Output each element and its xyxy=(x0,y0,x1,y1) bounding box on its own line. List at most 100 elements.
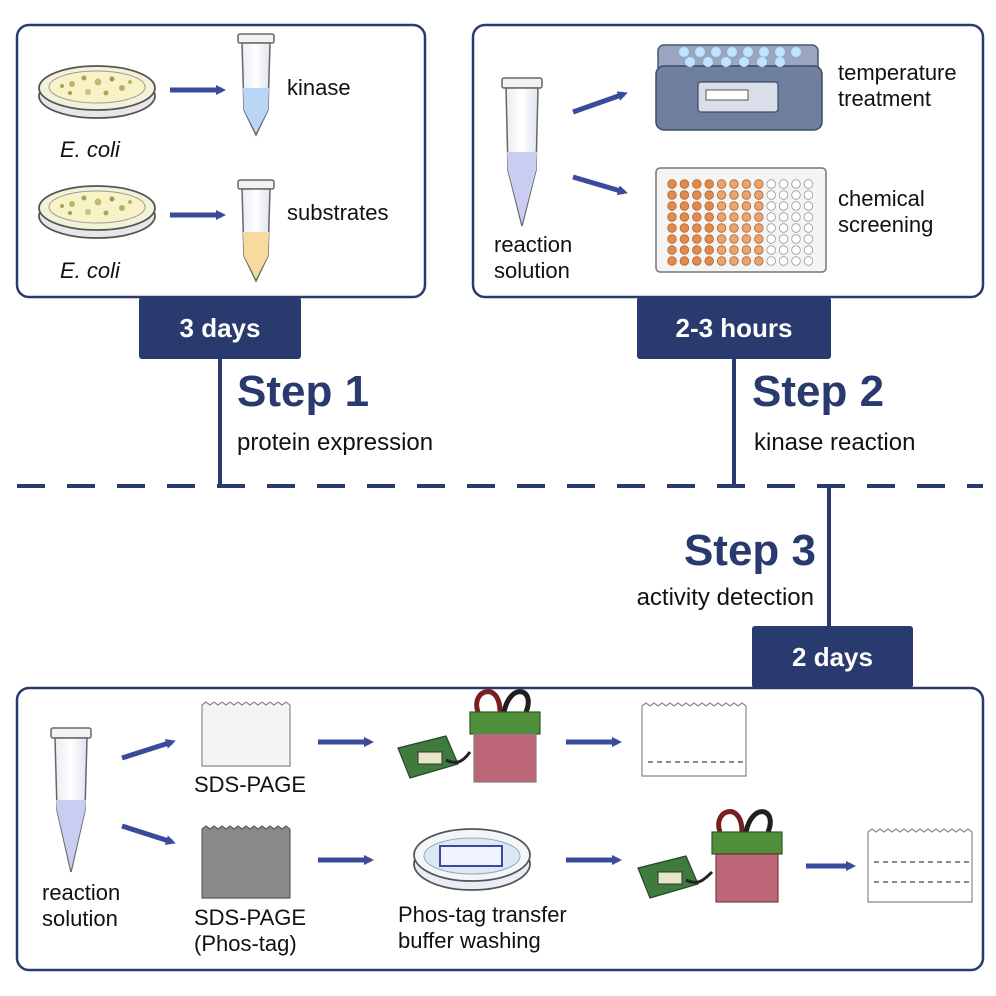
well xyxy=(716,179,727,189)
well xyxy=(766,234,776,244)
well xyxy=(791,212,801,222)
sds-page-phos-tag-line1: SDS-PAGE xyxy=(194,905,307,930)
well xyxy=(754,234,764,244)
well xyxy=(716,256,727,266)
well xyxy=(704,190,714,200)
reaction-solution-line1: reaction xyxy=(42,880,121,905)
well xyxy=(803,256,814,266)
membrane-result-icon xyxy=(641,702,747,777)
reaction-solution-line1: reaction xyxy=(494,232,573,257)
well xyxy=(791,245,801,255)
arrow-icon xyxy=(121,739,176,761)
well xyxy=(766,201,776,211)
well xyxy=(778,245,789,255)
arrow-icon xyxy=(572,91,628,115)
well xyxy=(704,245,714,255)
well-plate-icon xyxy=(655,167,827,273)
well xyxy=(729,212,739,222)
well xyxy=(667,212,677,222)
well xyxy=(692,179,702,189)
well xyxy=(741,212,752,222)
well xyxy=(704,179,714,189)
heat-block-icon xyxy=(655,44,823,131)
temperature-treatment-line2: treatment xyxy=(838,86,931,111)
well xyxy=(704,223,714,233)
well xyxy=(778,234,789,244)
well xyxy=(766,212,776,222)
well xyxy=(803,179,814,189)
substrates-label: substrates xyxy=(287,200,389,225)
well xyxy=(791,234,801,244)
well xyxy=(791,179,801,189)
well xyxy=(704,256,714,266)
step2-title: Step 2 xyxy=(752,367,885,416)
step2-duration-badge: 2-3 hours xyxy=(637,297,831,359)
well xyxy=(741,223,752,233)
well xyxy=(716,190,727,200)
well xyxy=(791,201,801,211)
wash-line2: buffer washing xyxy=(398,928,541,953)
well xyxy=(729,179,739,189)
well xyxy=(716,245,727,255)
well xyxy=(791,256,801,266)
well xyxy=(803,190,814,200)
well xyxy=(766,190,776,200)
well xyxy=(803,223,814,233)
well xyxy=(778,201,789,211)
well xyxy=(692,223,702,233)
well xyxy=(692,234,702,244)
well xyxy=(667,223,677,233)
step1-subtitle: protein expression xyxy=(237,429,434,456)
well xyxy=(692,245,702,255)
blot-transfer-apparatus-icon xyxy=(637,809,783,903)
well xyxy=(679,212,690,222)
well xyxy=(778,256,789,266)
reaction-solution-label: reaction solution xyxy=(42,880,120,932)
well xyxy=(679,256,690,266)
well xyxy=(803,212,814,222)
well xyxy=(754,190,764,200)
sds-page-phos-tag-label: SDS-PAGE (Phos-tag) xyxy=(194,905,306,957)
step1-title: Step 1 xyxy=(237,367,370,416)
temperature-treatment-label: temperature treatment xyxy=(838,60,957,112)
well xyxy=(766,179,776,189)
well xyxy=(716,223,727,233)
well xyxy=(729,234,739,244)
tube-icon xyxy=(50,727,92,873)
well xyxy=(679,179,690,189)
petri-dish-icon xyxy=(38,185,156,239)
well xyxy=(692,201,702,211)
membrane-result-icon xyxy=(867,828,973,903)
well xyxy=(778,179,789,189)
arrow-icon xyxy=(572,174,628,196)
well xyxy=(667,234,677,244)
well xyxy=(803,201,814,211)
well xyxy=(778,223,789,233)
wash-line1: Phos-tag transfer xyxy=(398,902,567,927)
well xyxy=(778,212,789,222)
well xyxy=(716,201,727,211)
well xyxy=(778,190,789,200)
well xyxy=(704,201,714,211)
well xyxy=(791,190,801,200)
well xyxy=(754,212,764,222)
well xyxy=(729,201,739,211)
reaction-solution-line2: solution xyxy=(494,258,570,283)
well xyxy=(716,212,727,222)
temperature-treatment-line1: temperature xyxy=(838,60,957,85)
chemical-screening-line2: screening xyxy=(838,212,934,237)
well xyxy=(729,223,739,233)
sds-page-phos-tag-line2: (Phos-tag) xyxy=(194,931,297,956)
well xyxy=(667,190,677,200)
well xyxy=(754,179,764,189)
step1-duration-badge: 3 days xyxy=(139,297,301,359)
tube-icon xyxy=(237,33,275,137)
well xyxy=(692,212,702,222)
arrow-icon xyxy=(121,823,176,845)
well xyxy=(679,201,690,211)
well xyxy=(667,201,677,211)
step2-subtitle: kinase reaction xyxy=(754,429,916,456)
well xyxy=(667,245,677,255)
step3-title: Step 3 xyxy=(683,526,816,575)
organism-label: E. coli xyxy=(60,258,120,283)
